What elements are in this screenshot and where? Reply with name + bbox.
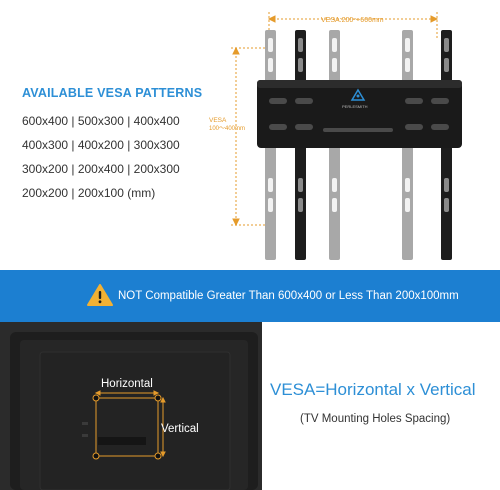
mounting-holes-frame [92, 394, 162, 460]
pattern-line: 400x300 | 400x200 | 300x300 [22, 138, 180, 152]
pattern-line: 200x200 | 200x100 (mm) [22, 186, 156, 200]
vertical-dimension-line [231, 46, 270, 227]
compatibility-warning-text: NOT Compatible Greater Than 600x400 or L… [118, 290, 459, 302]
vertical-dimension-range: 100～400mm [209, 126, 245, 132]
pattern-line: 300x200 | 200x400 | 200x300 [22, 162, 180, 176]
brand-logo-icon [350, 88, 366, 101]
mount-bracket-diagram: VESA:200～600mm VESA 100～400mm [209, 12, 462, 260]
vesa-heading: AVAILABLE VESA PATTERNS [22, 86, 203, 100]
vesa-formula: VESA=Horizontal x Vertical [270, 380, 476, 399]
mounting-arrows [94, 390, 166, 458]
tv-back-photo [0, 322, 262, 490]
vertical-dimension-label: VESA [209, 117, 227, 124]
warning-triangle-icon [87, 284, 113, 306]
horizontal-label: Horizontal [101, 378, 153, 390]
compatibility-banner [0, 270, 500, 322]
pattern-line: 600x400 | 500x300 | 400x400 [22, 114, 180, 128]
wall-plate-slots [269, 98, 449, 132]
horizontal-dimension-line [267, 12, 439, 38]
wall-plate [257, 80, 462, 148]
brand-mark: PERLESMITH [342, 104, 368, 109]
horizontal-dimension-label: VESA:200～600mm [321, 17, 384, 24]
vesa-formula-subtitle: (TV Mounting Holes Spacing) [300, 413, 451, 425]
vertical-label: Vertical [161, 423, 199, 435]
